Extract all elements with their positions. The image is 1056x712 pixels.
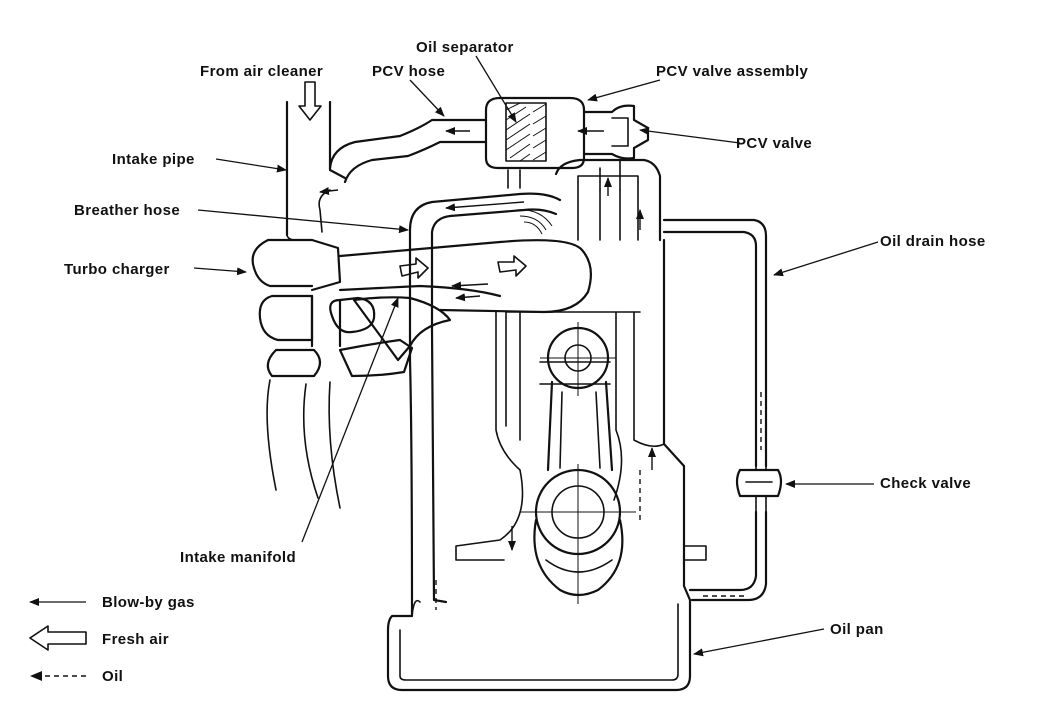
leader-oil-drain-hose bbox=[773, 241, 879, 277]
labels: Oil separator From air cleaner PCV hose … bbox=[64, 39, 986, 638]
turbocharger bbox=[251, 238, 414, 509]
pcv-hose bbox=[319, 118, 488, 195]
label-turbo-charger: Turbo charger bbox=[64, 261, 170, 278]
legend: Blow-by gas Fresh air Oil bbox=[29, 594, 195, 685]
cylinder-head bbox=[554, 158, 662, 242]
engine-block bbox=[386, 238, 707, 692]
label-pcv-valve: PCV valve bbox=[736, 135, 812, 152]
check-valve bbox=[735, 465, 783, 513]
legend-item-fresh-air: Fresh air bbox=[29, 625, 169, 651]
label-check-valve: Check valve bbox=[880, 475, 971, 492]
label-pcv-hose: PCV hose bbox=[372, 63, 445, 80]
leader-intake-manifold bbox=[301, 297, 399, 543]
hollow-arrow-icon bbox=[29, 625, 87, 651]
leader-breather-hose bbox=[197, 209, 409, 234]
legend-label-blow-by-gas: Blow-by gas bbox=[102, 594, 195, 611]
breather-hose bbox=[408, 169, 562, 250]
leader-intake-pipe bbox=[215, 158, 287, 173]
label-intake-pipe: Intake pipe bbox=[112, 151, 195, 168]
oil-pan bbox=[399, 603, 679, 681]
oil-separator bbox=[484, 96, 604, 170]
leader-turbo-charger bbox=[193, 267, 247, 276]
label-from-air-cleaner: From air cleaner bbox=[200, 63, 323, 80]
oil-drain-hose bbox=[662, 218, 768, 602]
label-breather-hose: Breather hose bbox=[74, 202, 180, 219]
legend-item-oil: Oil bbox=[30, 668, 123, 685]
fresh-air-inlet-arrow bbox=[298, 81, 322, 121]
dashed-arrow-icon bbox=[30, 671, 42, 681]
label-oil-separator: Oil separator bbox=[416, 39, 514, 56]
engine-drawing bbox=[251, 81, 783, 692]
leader-oil-pan bbox=[693, 628, 825, 657]
leader-lines bbox=[193, 55, 879, 657]
connecting-rod bbox=[520, 322, 636, 604]
label-oil-pan: Oil pan bbox=[830, 621, 884, 638]
label-pcv-valve-assembly: PCV valve assembly bbox=[656, 63, 809, 80]
label-oil-drain-hose: Oil drain hose bbox=[880, 233, 986, 250]
separator-hatching bbox=[505, 102, 547, 162]
leader-pcv-valve bbox=[639, 127, 741, 144]
label-intake-manifold: Intake manifold bbox=[180, 549, 296, 566]
leader-pcv-valve-assembly bbox=[587, 79, 661, 102]
legend-label-oil: Oil bbox=[102, 668, 123, 685]
leader-pcv-hose bbox=[409, 79, 445, 117]
legend-label-fresh-air: Fresh air bbox=[102, 631, 169, 648]
legend-item-blow-by-gas: Blow-by gas bbox=[29, 594, 195, 611]
leader-oil-separator bbox=[475, 55, 517, 123]
